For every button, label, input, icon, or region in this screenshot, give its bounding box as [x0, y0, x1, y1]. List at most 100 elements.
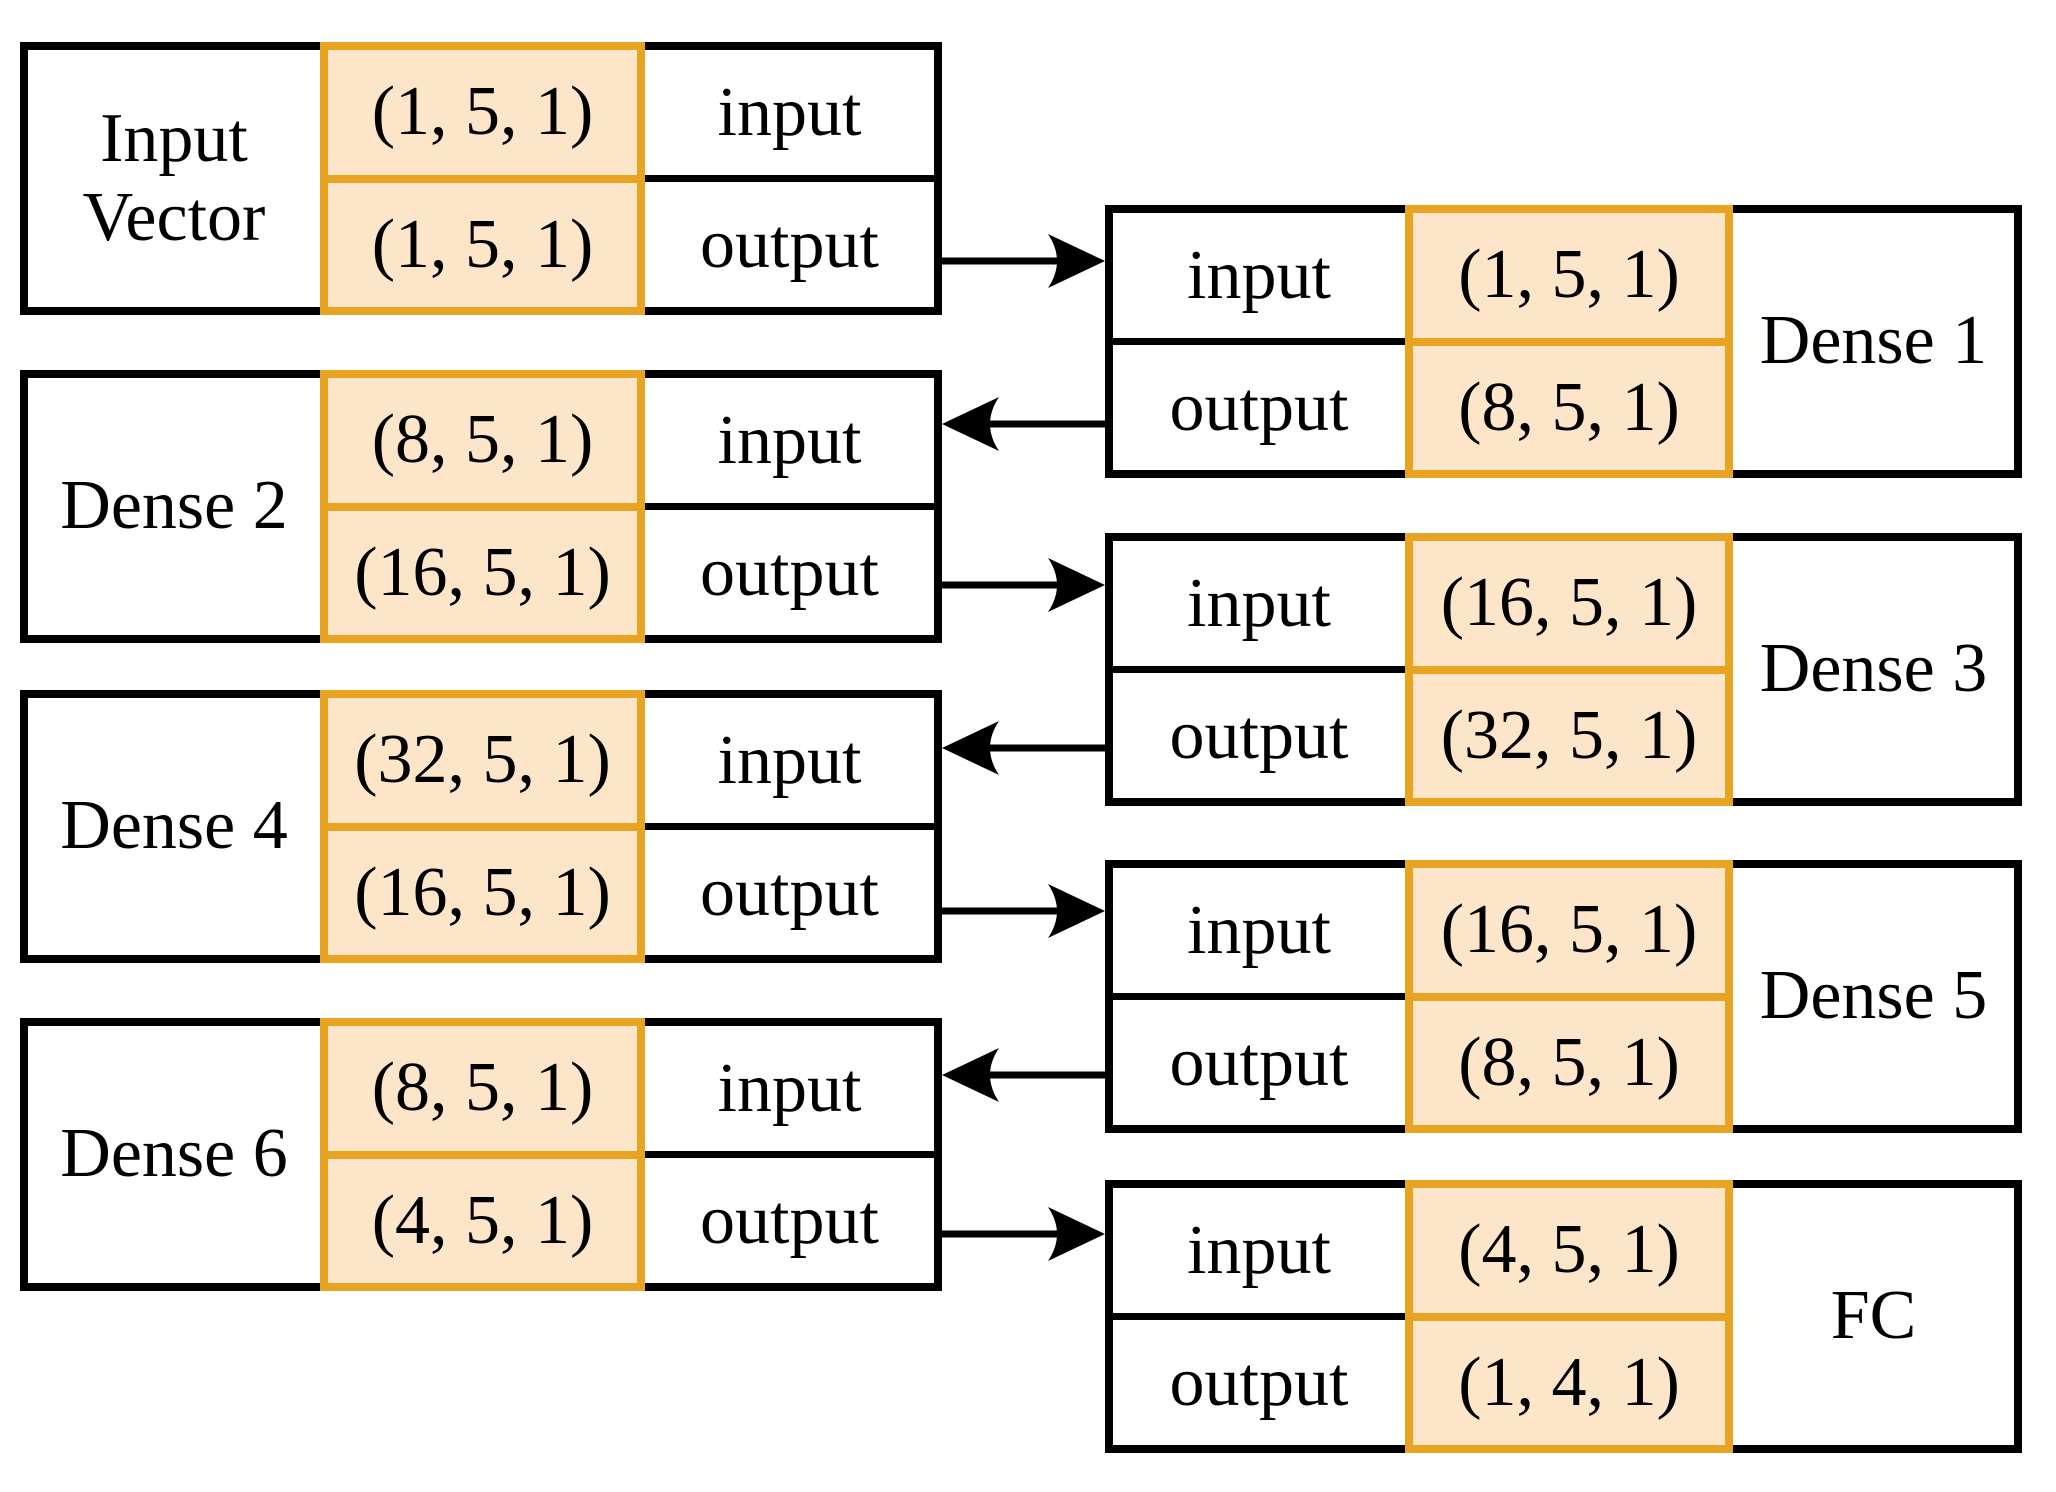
io-column: input output — [645, 1018, 942, 1291]
arrow-input-vector-output-to-dense-1-input — [942, 234, 1105, 288]
input-shape-cell: (1, 5, 1) — [320, 42, 645, 179]
output-shape-cell: (8, 5, 1) — [1405, 996, 1733, 1133]
output-label-cell: output — [1113, 345, 1405, 470]
input-shape-cell: (16, 5, 1) — [1405, 860, 1733, 997]
io-label: output — [700, 533, 879, 611]
block-label-cell: Dense 2 — [20, 370, 320, 643]
block-label: Dense 3 — [1759, 630, 1988, 708]
block-dense-4: Dense 4 (32, 5, 1) (16, 5, 1) input outp… — [20, 690, 942, 963]
input-shape-cell: (8, 5, 1) — [320, 1018, 645, 1155]
io-label: input — [1187, 1211, 1331, 1289]
output-label-cell: output — [645, 1158, 934, 1283]
io-column: input output — [645, 370, 942, 643]
output-shape-cell: (1, 5, 1) — [320, 178, 645, 315]
input-label-cell: input — [1113, 868, 1405, 1000]
io-label: output — [1169, 368, 1349, 446]
block-dense-2: Dense 2 (8, 5, 1) (16, 5, 1) input outpu… — [20, 370, 942, 643]
shape-column: (8, 5, 1) (16, 5, 1) — [320, 370, 645, 643]
block-dense-6: Dense 6 (8, 5, 1) (4, 5, 1) input output — [20, 1018, 942, 1291]
block-fc: input output (4, 5, 1) (1, 4, 1) FC — [1105, 1180, 2022, 1453]
input-shape-cell: (1, 5, 1) — [1405, 205, 1733, 342]
shape-value: (16, 5, 1) — [354, 533, 611, 611]
block-label-cell: Dense 5 — [1733, 860, 2022, 1133]
block-label-cell: Dense 6 — [20, 1018, 320, 1291]
block-input-vector: Input Vector (1, 5, 1) (1, 5, 1) input o… — [20, 42, 942, 315]
io-label: output — [700, 205, 879, 283]
arrow-dense-1-output-to-dense-2-input — [942, 397, 1105, 451]
shape-value: (32, 5, 1) — [1440, 696, 1698, 774]
shape-value: (1, 5, 1) — [371, 73, 594, 151]
input-shape-cell: (8, 5, 1) — [320, 370, 645, 507]
shape-column: (1, 5, 1) (8, 5, 1) — [1405, 205, 1733, 478]
block-label-cell: Dense 1 — [1733, 205, 2022, 478]
block-dense-5: input output (16, 5, 1) (8, 5, 1) Dense … — [1105, 860, 2022, 1133]
block-label: FC — [1830, 1277, 1917, 1355]
io-label: input — [717, 721, 862, 799]
output-label-cell: output — [1113, 673, 1405, 798]
shape-value: (8, 5, 1) — [371, 1049, 594, 1127]
io-label: input — [1187, 564, 1331, 642]
output-label-cell: output — [1113, 1320, 1405, 1445]
io-column: input output — [645, 42, 942, 315]
io-label: output — [1169, 696, 1349, 774]
io-label: output — [1169, 1023, 1349, 1101]
shape-value: (16, 5, 1) — [1440, 564, 1698, 642]
input-label-cell: input — [1113, 541, 1405, 673]
output-shape-cell: (1, 4, 1) — [1405, 1316, 1733, 1453]
io-label: input — [717, 73, 862, 151]
block-label: Dense 2 — [60, 467, 288, 545]
block-label-cell: Dense 4 — [20, 690, 320, 963]
io-column: input output — [1105, 533, 1405, 806]
block-dense-1: input output (1, 5, 1) (8, 5, 1) Dense 1 — [1105, 205, 2022, 478]
io-column: input output — [1105, 1180, 1405, 1453]
block-label: Dense 5 — [1759, 957, 1988, 1035]
block-label: Dense 6 — [60, 1115, 288, 1193]
shape-column: (4, 5, 1) (1, 4, 1) — [1405, 1180, 1733, 1453]
shape-value: (1, 5, 1) — [1458, 236, 1680, 314]
input-label-cell: input — [645, 378, 934, 510]
input-label-cell: input — [645, 50, 934, 182]
input-label-cell: input — [645, 1026, 934, 1158]
shape-value: (16, 5, 1) — [354, 853, 611, 931]
output-label-cell: output — [645, 182, 934, 307]
shape-value: (8, 5, 1) — [1458, 368, 1680, 446]
input-shape-cell: (4, 5, 1) — [1405, 1180, 1733, 1317]
io-label: input — [1187, 236, 1331, 314]
arrow-dense-5-output-to-dense-6-input — [942, 1048, 1105, 1102]
input-shape-cell: (32, 5, 1) — [320, 690, 645, 827]
block-label-cell: FC — [1733, 1180, 2022, 1453]
io-label: output — [700, 1181, 879, 1259]
output-label-cell: output — [645, 510, 934, 635]
io-label: input — [717, 401, 862, 479]
shape-value: (16, 5, 1) — [1440, 891, 1698, 969]
io-column: input output — [1105, 860, 1405, 1133]
block-label-cell: Input Vector — [20, 42, 320, 315]
output-shape-cell: (16, 5, 1) — [320, 506, 645, 643]
input-label-cell: input — [645, 698, 934, 830]
shape-column: (16, 5, 1) (8, 5, 1) — [1405, 860, 1733, 1133]
input-label-cell: input — [1113, 213, 1405, 345]
io-label: input — [1187, 891, 1331, 969]
input-label-cell: input — [1113, 1188, 1405, 1320]
shape-value: (1, 4, 1) — [1458, 1343, 1680, 1421]
output-shape-cell: (4, 5, 1) — [320, 1154, 645, 1291]
shape-value: (8, 5, 1) — [1458, 1023, 1680, 1101]
output-shape-cell: (8, 5, 1) — [1405, 341, 1733, 478]
block-dense-3: input output (16, 5, 1) (32, 5, 1) Dense… — [1105, 533, 2022, 806]
output-shape-cell: (16, 5, 1) — [320, 826, 645, 963]
shape-value: (32, 5, 1) — [354, 721, 611, 799]
block-label: Dense 4 — [60, 787, 288, 865]
shape-value: (8, 5, 1) — [371, 401, 594, 479]
block-label: Input Vector — [82, 100, 266, 256]
shape-column: (32, 5, 1) (16, 5, 1) — [320, 690, 645, 963]
shape-value: (4, 5, 1) — [1458, 1211, 1680, 1289]
shape-column: (1, 5, 1) (1, 5, 1) — [320, 42, 645, 315]
block-label-cell: Dense 3 — [1733, 533, 2022, 806]
output-label-cell: output — [1113, 1000, 1405, 1125]
io-label: input — [717, 1049, 862, 1127]
shape-value: (1, 5, 1) — [371, 205, 594, 283]
io-label: output — [700, 853, 879, 931]
io-label: output — [1169, 1343, 1349, 1421]
shape-value: (4, 5, 1) — [371, 1181, 594, 1259]
